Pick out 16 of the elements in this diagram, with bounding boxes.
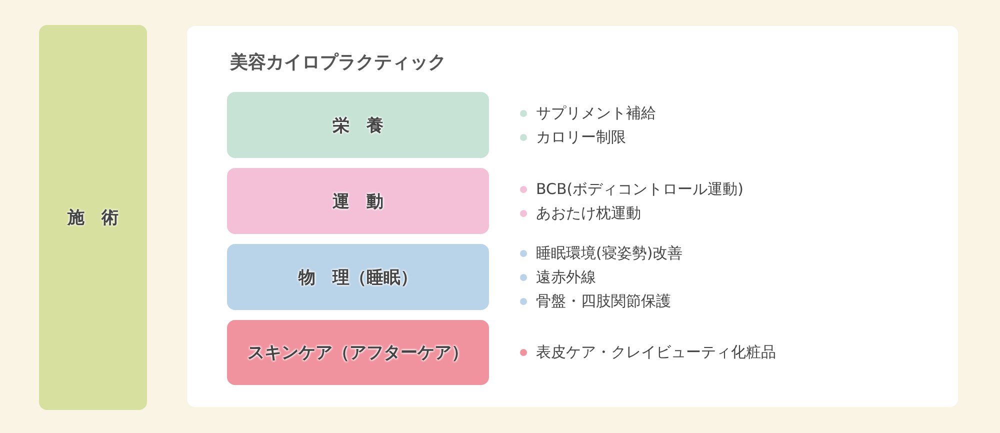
list-item-text: BCB(ボディコントロール運動)	[536, 180, 744, 198]
list-item-text: 表皮ケア・クレイビューティ化粧品	[536, 343, 776, 362]
box-label: 運 動	[332, 190, 384, 212]
panel-title: 美容カイロプラクティック	[230, 51, 446, 74]
box-label: 栄 養	[332, 114, 384, 136]
list-item-text: カロリー制限	[536, 128, 626, 146]
list-item-text: あおたけ枕運動	[536, 204, 641, 222]
content-panel	[187, 26, 958, 407]
category-box	[39, 25, 147, 410]
box-label: 物 理（睡眠）	[298, 266, 418, 288]
list-item-text: 遠赤外線	[536, 268, 596, 286]
list-item-text: 睡眠環境(寝姿勢)改善	[536, 244, 683, 262]
list-item-text: サプリメント補給	[536, 104, 656, 122]
box-label: 施 術	[68, 207, 118, 229]
box-label: スキンケア（アフターケア）	[248, 342, 468, 364]
list-item-text: 骨盤・四肢関節保護	[536, 292, 671, 310]
